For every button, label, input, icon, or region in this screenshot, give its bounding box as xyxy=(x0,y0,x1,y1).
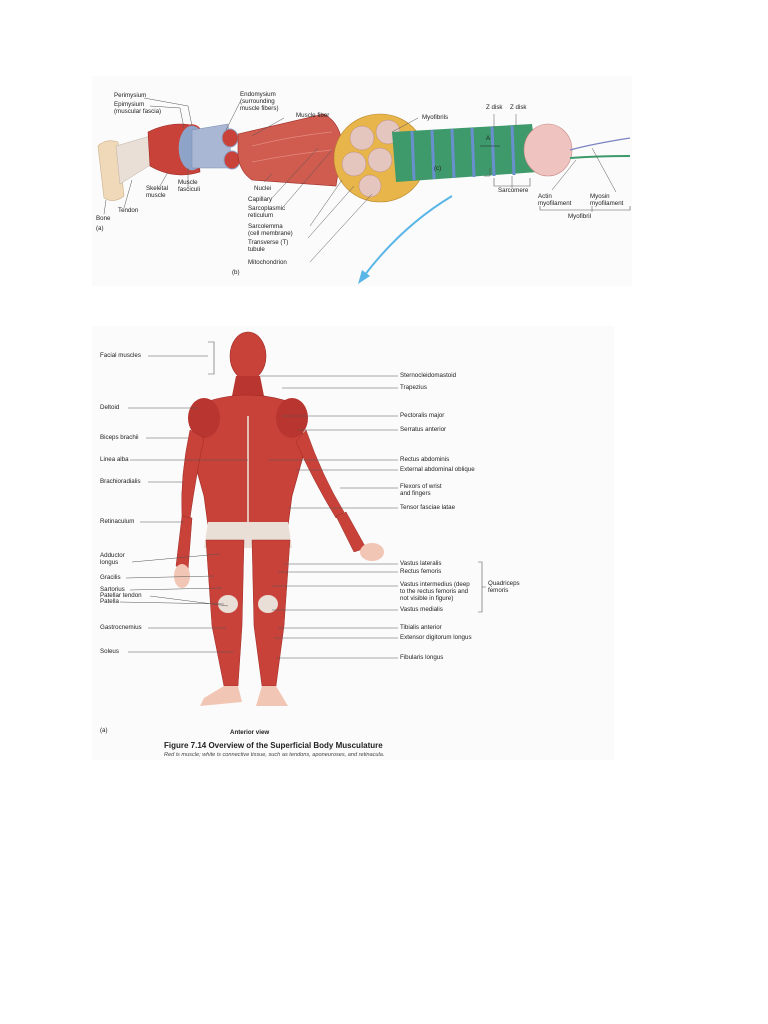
label-vastus-lateralis: Vastus lateralis xyxy=(400,560,442,567)
label-deltoid: Deltoid xyxy=(100,404,120,411)
label-nuclei: Nuclei xyxy=(254,185,272,192)
label-t-tubule: Transverse (T) tubule xyxy=(248,239,289,253)
label-epimysium: Epimysium (muscular fascia) xyxy=(114,101,162,115)
figure-subtitle: Red is muscle; white is connective tissu… xyxy=(164,752,385,758)
label-myofibril: Myofibril xyxy=(568,213,592,220)
muscle-structure-figure: Perimysium Epimysium (muscular fascia) E… xyxy=(92,76,632,286)
label-tensor-fasciae-latae: Tensor fasciae latae xyxy=(400,504,456,511)
label-sarcolemma: Sarcolemma (cell membrane) xyxy=(248,223,293,237)
label-sartorius: Sartorius xyxy=(100,586,125,593)
label-fibularis-longus: Fibularis longus xyxy=(400,654,444,661)
muscle-structure-illustration xyxy=(97,97,631,284)
label-patellar-tendon: Patellar tendon xyxy=(100,592,142,599)
label-myofibrils: Myofibrils xyxy=(422,114,449,121)
panel-label-a: (a) xyxy=(96,225,104,232)
label-extensor-digitorum-longus: Extensor digitorum longus xyxy=(400,634,472,641)
label-gastrocnemius: Gastrocnemius xyxy=(100,624,142,631)
panel-label-b: (b) xyxy=(232,269,240,276)
label-brachioradialis: Brachioradialis xyxy=(100,478,141,485)
panel-label-c: (c) xyxy=(434,165,442,172)
label-pectoralis-major: Pectoralis major xyxy=(400,412,445,419)
label-muscle-fasciculi: Muscle fasciculi xyxy=(178,179,201,193)
label-endomysium: Endomysium (surrounding muscle fibers) xyxy=(240,91,279,112)
label-vastus-medialis: Vastus medialis xyxy=(400,606,443,613)
figure-title: Figure 7.14 Overview of the Superficial … xyxy=(164,741,383,750)
tendon-shape xyxy=(115,135,153,185)
fasciculus-end-2 xyxy=(223,150,241,170)
label-a-band: A xyxy=(486,135,491,142)
anterior-view-label: Anterior view xyxy=(230,729,270,736)
label-vastus-intermedius: Vastus intermedius (deep to the rectus f… xyxy=(400,581,470,602)
label-bone: Bone xyxy=(96,215,111,222)
label-external-abdominal-oblique: External abdominal oblique xyxy=(400,466,475,473)
superficial-musculature-figure: Facial muscles Deltoid Biceps brachii Li… xyxy=(92,326,614,760)
label-rectus-abdominis: Rectus abdominis xyxy=(400,456,450,463)
label-retinaculum: Retinaculum xyxy=(100,518,135,525)
label-trapezius: Trapezius xyxy=(400,384,427,391)
label-actin: Actin myofilament xyxy=(538,193,572,207)
label-biceps-brachii: Biceps brachii xyxy=(100,434,139,441)
label-tendon: Tendon xyxy=(118,207,139,214)
label-gracilis: Gracilis xyxy=(100,574,121,581)
label-z-disk-1: Z disk xyxy=(486,104,503,111)
label-myosin: Myosin myofilament xyxy=(590,193,624,207)
myofibril-green-shape xyxy=(392,124,538,182)
label-rectus-femoris: Rectus femoris xyxy=(400,568,442,575)
label-muscle-fiber: Muscle fiber xyxy=(296,112,330,119)
label-z-disk-2: Z disk xyxy=(510,104,527,111)
label-sarcomere: Sarcomere xyxy=(498,187,529,194)
label-skeletal-muscle: Skeletal muscle xyxy=(146,185,169,199)
zoom-arrow xyxy=(363,195,453,277)
anatomy-body xyxy=(174,331,384,706)
fasciculus-end-1 xyxy=(221,128,239,148)
label-sternocleidomastoid: Sternocleidomastoid xyxy=(400,372,457,379)
label-patella: Patella xyxy=(100,598,119,605)
label-sarcoplasmic-reticulum: Sarcoplasmic reticulum xyxy=(248,205,286,219)
label-facial-muscles: Facial muscles xyxy=(100,352,141,359)
label-perimysium: Perimysium xyxy=(114,92,147,99)
muscle-fiber-shape xyxy=(237,113,343,187)
label-quadriceps-femoris: Quadriceps femoris xyxy=(488,580,520,594)
body-musculature-illustration xyxy=(119,331,486,706)
myofibril-end xyxy=(523,123,573,177)
label-mitochondrion: Mitochondrion xyxy=(248,259,287,266)
label-adductor-longus: Adductor longus xyxy=(100,552,125,566)
label-capillary: Capillary xyxy=(248,196,273,203)
label-tibialis-anterior: Tibialis anterior xyxy=(400,624,442,631)
panel-label-a-bottom: (a) xyxy=(100,727,108,734)
label-linea-alba: Linea alba xyxy=(100,456,129,463)
label-serratus-anterior: Serratus anterior xyxy=(400,426,447,433)
label-soleus: Soleus xyxy=(100,648,119,655)
label-flexors-wrist-fingers: Flexors of wrist and fingers xyxy=(400,483,442,497)
